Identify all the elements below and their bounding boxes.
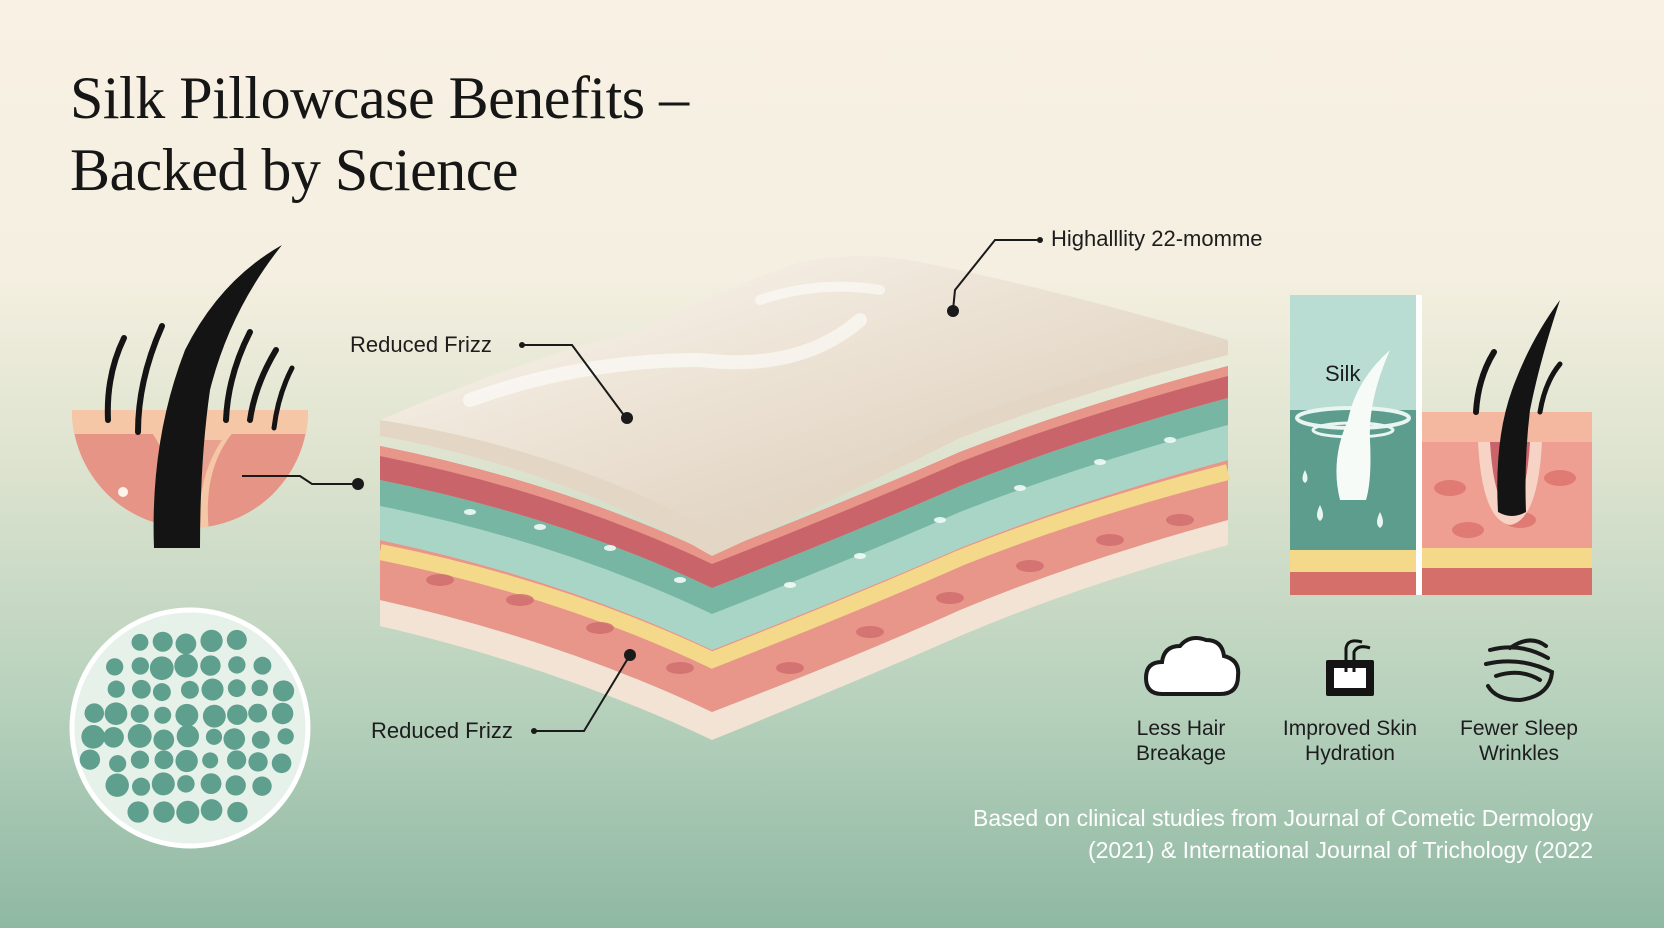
benefit-label-line-2: Hydration <box>1305 742 1395 765</box>
cell-dot <box>271 753 292 774</box>
cell-dot <box>132 777 151 796</box>
cell-cluster <box>69 607 311 849</box>
callout-reduced-frizz-bottom: Reduced Frizz <box>371 718 513 743</box>
cell-dot <box>176 724 200 748</box>
benefit-label-line-2: Breakage <box>1136 742 1226 765</box>
silk-skin-layer-stack <box>378 256 1230 740</box>
cell-dot <box>252 776 272 796</box>
cell-dot <box>103 726 124 748</box>
cell-dot <box>131 633 149 651</box>
cell-dot <box>226 629 247 650</box>
cell-dot <box>227 704 248 725</box>
source-line-1: Based on clinical studies from Journal o… <box>973 805 1593 831</box>
silk-panel-label: Silk <box>1325 361 1361 386</box>
cell-dot <box>200 629 223 653</box>
cell-dot <box>251 730 270 749</box>
cell-dot <box>153 729 175 751</box>
cell-dot <box>271 702 294 725</box>
scalp-cross-section <box>72 245 308 548</box>
cell-dot <box>200 773 222 795</box>
cell-dot <box>202 752 219 769</box>
cell-dot <box>200 799 223 821</box>
benefit-label-line-1: Less Hair <box>1136 717 1226 740</box>
callout-dots <box>519 237 1043 734</box>
benefit-less-hair-breakage: Less Hair Breakage <box>1096 716 1266 766</box>
cell-dot <box>127 801 149 823</box>
page-title: Silk Pillowcase Benefits – Backed by Sci… <box>70 62 689 206</box>
title-line-2: Backed by Science <box>70 137 518 203</box>
cell-dot <box>149 656 174 681</box>
cell-dot <box>272 680 295 702</box>
cell-dot <box>223 728 246 750</box>
cell-dot <box>84 703 105 723</box>
cell-dot <box>152 683 171 702</box>
cell-dot <box>151 772 175 796</box>
cell-dot <box>277 728 294 745</box>
source-line-2: (2021) & International Journal of Tricho… <box>1087 837 1593 863</box>
benefit-improved-skin-hydration: Improved Skin Hydration <box>1265 716 1435 766</box>
cell-dot <box>227 679 246 698</box>
panel-divider <box>1416 295 1422 595</box>
cell-dot <box>180 680 199 699</box>
cell-dot <box>81 725 106 749</box>
cell-dot <box>225 775 246 796</box>
cell-dot <box>130 704 149 723</box>
cell-dot <box>248 703 268 723</box>
cell-dot <box>152 631 173 652</box>
cell-dot <box>176 800 200 824</box>
cell-dot <box>109 755 127 773</box>
cell-dot <box>175 749 198 773</box>
title-line-1: Silk Pillowcase Benefits – <box>70 65 689 131</box>
cell-dot <box>227 750 247 770</box>
benefit-label-line-2: Wrinkles <box>1478 742 1560 765</box>
cell-dot <box>201 678 224 701</box>
cotton-comparison-panel <box>1422 300 1592 595</box>
cell-dot <box>174 653 198 678</box>
cell-dot <box>154 706 172 724</box>
cell-dot <box>228 656 246 674</box>
cell-dot <box>175 703 199 727</box>
callout-silk-quality: Highalllity 22-momme <box>1051 226 1263 251</box>
scalp-leader-dot <box>352 478 364 490</box>
cell-dot <box>105 773 129 797</box>
cell-dot <box>153 801 175 823</box>
cell-dot <box>127 723 152 748</box>
cell-dot <box>104 702 128 726</box>
cell-dot <box>202 704 226 728</box>
cell-dot <box>131 657 150 675</box>
hydration-icon <box>1326 639 1374 696</box>
cell-dot <box>106 658 124 676</box>
cell-dot <box>177 775 195 793</box>
cloud-icon <box>1143 636 1241 696</box>
cell-dot <box>130 750 150 769</box>
wrinkle-swirl-icon <box>1484 638 1555 703</box>
cell-dot <box>251 679 268 697</box>
benefit-fewer-sleep-wrinkles: Fewer Sleep Wrinkles <box>1434 716 1604 766</box>
cell-dot <box>175 633 197 655</box>
cell-dot <box>253 656 272 675</box>
callout-reduced-frizz-top: Reduced Frizz <box>350 332 492 357</box>
source-citation: Based on clinical studies from Journal o… <box>973 802 1593 866</box>
cell-dot <box>131 679 151 699</box>
cell-dot <box>248 752 268 772</box>
cell-dot <box>227 801 248 823</box>
scalp-leader-line <box>242 475 358 485</box>
cell-dot <box>200 655 221 676</box>
cell-dot <box>205 728 223 745</box>
silk-comparison-panel <box>1290 295 1416 595</box>
benefit-label-line-1: Improved Skin <box>1282 717 1418 740</box>
cell-dot <box>79 749 101 770</box>
cell-dot <box>154 750 174 770</box>
callout-leaders <box>522 239 1040 732</box>
benefit-label-line-1: Fewer Sleep <box>1460 717 1578 740</box>
cell-dot <box>107 680 125 698</box>
